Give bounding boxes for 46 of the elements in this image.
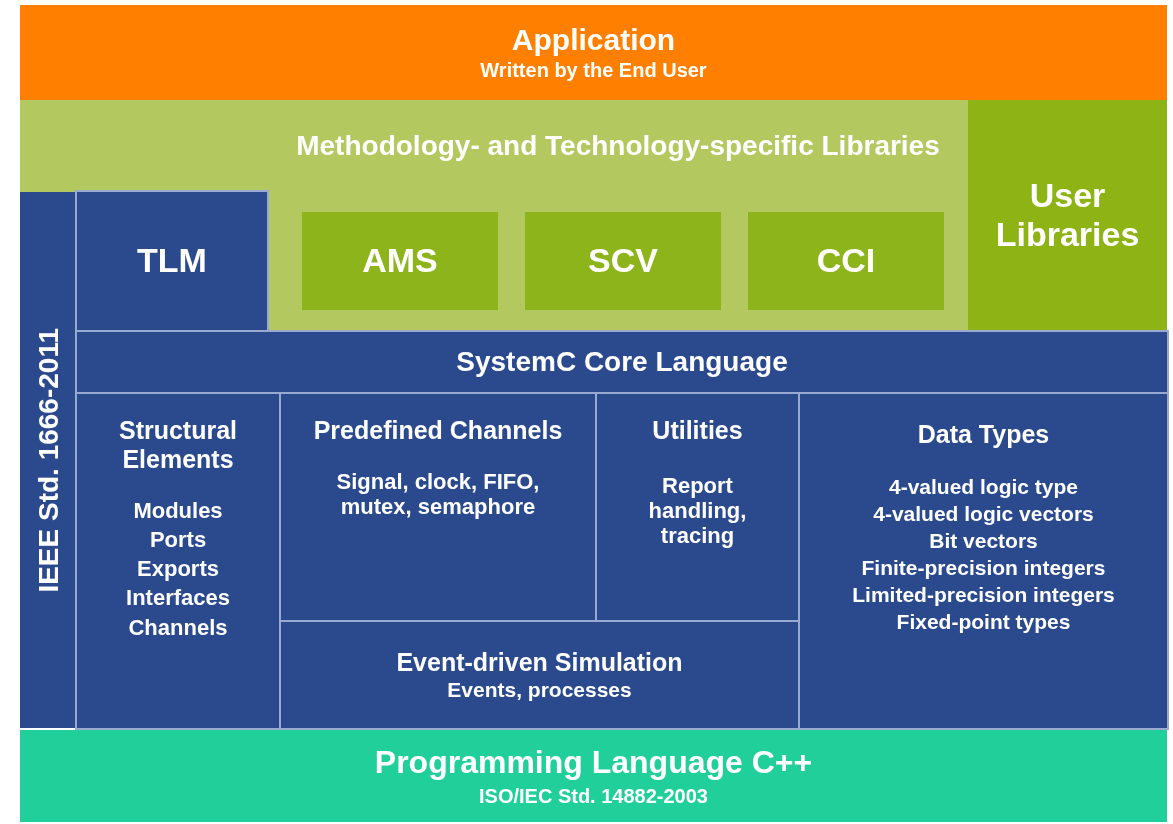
library-box — [748, 212, 944, 310]
box-title: Utilities — [652, 416, 743, 445]
box-title: AMS — [362, 241, 438, 281]
core-bar — [77, 332, 1167, 392]
box-title: Data Types — [917, 420, 1050, 449]
feature-cell — [800, 394, 1167, 728]
box-title: CCI — [816, 241, 876, 281]
item-text: Signal, clock, FIFO, mutex, semaphore — [335, 468, 541, 520]
item-text: Interfaces — [126, 585, 230, 611]
box-title: Programming Language C++ — [374, 744, 813, 781]
item-text: ISO/IEC Std. 14882-2003 — [479, 784, 708, 808]
box-title: TLM — [137, 241, 207, 281]
feature-cell — [77, 394, 279, 728]
application-layer — [20, 5, 1167, 100]
library-box — [77, 192, 267, 330]
item-text: Ports — [149, 526, 207, 553]
item-text: Limited-precision integers — [852, 583, 1115, 608]
vertical-label: IEEE Std. 1666-2011 — [32, 327, 65, 593]
item-text: Bit vectors — [929, 529, 1038, 554]
box-title: Methodology- and Technology-specific Libraries — [296, 130, 940, 163]
item-text: Channels — [128, 614, 228, 640]
library-band — [268, 100, 968, 330]
item-text: Fixed-point types — [896, 610, 1071, 635]
standard-region — [20, 192, 77, 728]
language-layer — [20, 730, 1167, 822]
box-title: Structural Elements — [117, 416, 239, 474]
item-text: Modules — [133, 497, 223, 523]
item-text: Written by the End User — [480, 59, 707, 83]
item-text: Exports — [137, 556, 219, 582]
item-text: 4-valued logic vectors — [873, 501, 1094, 527]
box-title: Event-driven Simulation — [396, 647, 683, 677]
feature-cell — [281, 394, 595, 620]
item-text: Events, processes — [447, 678, 632, 703]
library-box — [968, 100, 1167, 330]
box-title: SCV — [588, 241, 658, 281]
box-title: Application — [511, 22, 676, 58]
item-text: Report handling, tracing — [647, 472, 748, 549]
feature-cell — [597, 394, 798, 620]
box-title: User Libraries — [994, 175, 1141, 255]
item-text: 4-valued logic type — [888, 474, 1079, 499]
library-box — [302, 212, 498, 310]
library-box — [525, 212, 721, 310]
box-title: SystemC Core Language — [456, 345, 788, 379]
item-text: Finite-precision integers — [861, 556, 1106, 581]
feature-cell — [281, 622, 798, 728]
box-title: Predefined Channels — [313, 416, 563, 445]
